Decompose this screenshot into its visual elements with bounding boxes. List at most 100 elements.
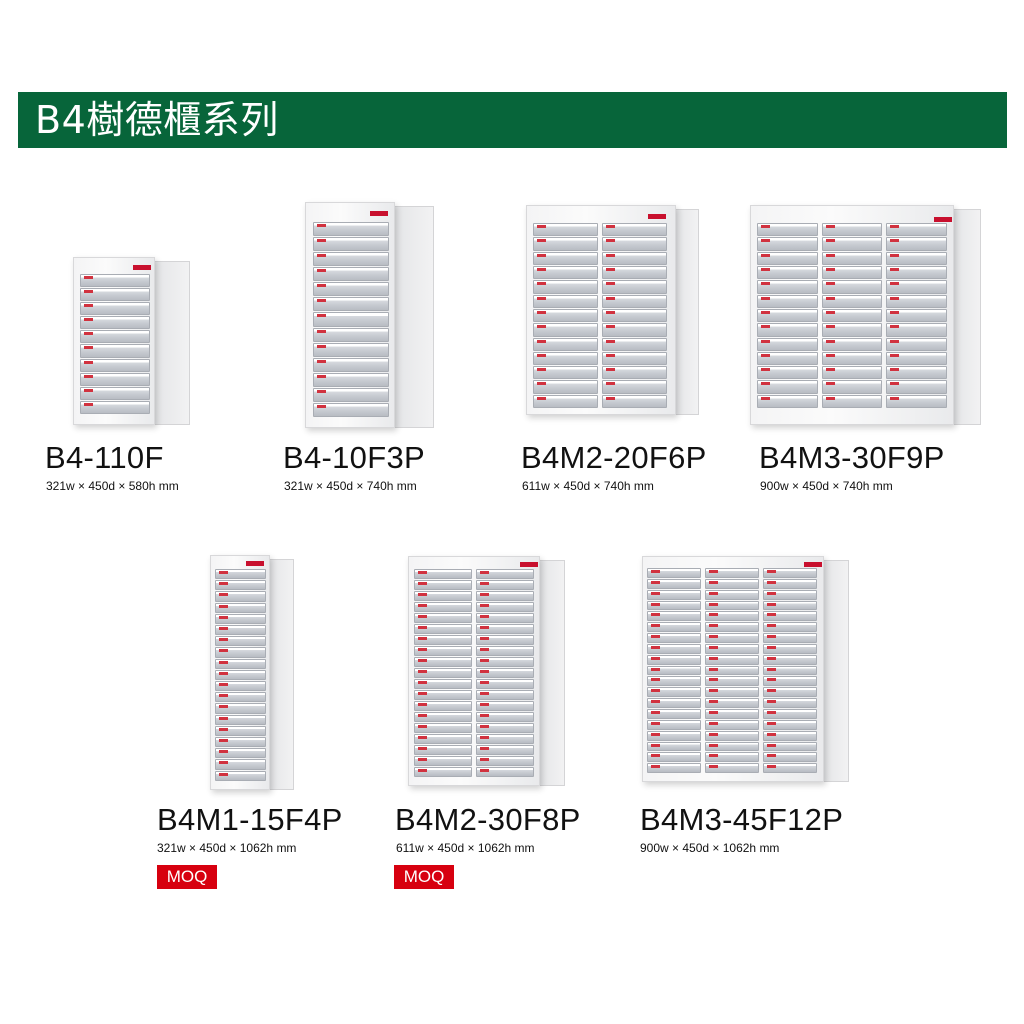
drawer-label-tag [761, 282, 770, 286]
drawer [647, 687, 701, 698]
drawer [821, 337, 883, 351]
product-dimensions: 611w × 450d × 1062h mm [396, 841, 535, 855]
drawer [821, 237, 883, 251]
drawer-label-tag [219, 683, 228, 687]
drawer-label-tag [317, 254, 326, 258]
drawer [414, 756, 472, 766]
drawer [215, 725, 266, 737]
drawer [313, 372, 389, 387]
drawer-label-tag [317, 359, 326, 363]
drawer [215, 602, 266, 613]
drawer [705, 730, 759, 741]
drawer [763, 600, 817, 611]
drawer [80, 274, 150, 288]
filing-cabinet-image [305, 202, 435, 428]
drawer-label-tag [651, 732, 660, 736]
drawer-label-tag [825, 368, 835, 372]
drawer [763, 708, 817, 719]
drawer [313, 357, 389, 372]
drawer [763, 698, 817, 708]
drawer-label-tag [480, 571, 489, 574]
drawer [705, 622, 759, 633]
drawer [821, 223, 883, 237]
drawer-label-tag [651, 635, 660, 639]
drawer [757, 223, 818, 237]
drawer-label-tag [651, 613, 660, 617]
drawer [705, 665, 759, 676]
drawer-label-tag [651, 570, 660, 573]
drawer-label-tag [767, 678, 776, 682]
filing-cabinet-image [210, 555, 295, 790]
product-model: B4-10F3P [283, 440, 425, 475]
drawer-label-tag [84, 360, 93, 364]
drawer [533, 308, 598, 323]
drawer [763, 730, 817, 741]
drawer [821, 351, 883, 366]
drawer-label-tag [890, 382, 900, 386]
drawer [757, 280, 818, 294]
drawer [80, 330, 150, 344]
drawer [757, 265, 818, 280]
drawer-label-tag [890, 282, 900, 286]
drawer-label-tag [709, 732, 718, 736]
drawer [476, 591, 534, 601]
drawer [476, 624, 534, 634]
drawer-label-tag [480, 626, 489, 629]
drawer [757, 237, 818, 251]
drawer-label-tag [219, 649, 228, 653]
drawer-label-tag [709, 754, 718, 758]
drawer [821, 280, 883, 294]
drawer-label-tag [537, 282, 546, 286]
drawer-label-tag [537, 339, 546, 343]
drawer [313, 267, 389, 282]
filing-cabinet-image [408, 556, 566, 786]
drawer-label-tag [219, 604, 228, 608]
drawer [533, 294, 598, 308]
drawer-label-tag [317, 239, 326, 243]
drawer [414, 701, 472, 711]
drawer [215, 669, 266, 681]
drawer-label-tag [651, 765, 660, 769]
moq-badge: MOQ [157, 865, 217, 889]
drawer [533, 223, 598, 237]
filing-cabinet-image [73, 257, 191, 425]
drawer-label-tag [651, 710, 660, 714]
drawer [886, 280, 948, 294]
drawer-label-tag [219, 627, 228, 631]
drawer-column [821, 223, 883, 409]
drawer-label-tag [767, 591, 776, 595]
drawer-label-tag [219, 772, 228, 776]
drawer-label-tag [537, 353, 546, 357]
drawer-label-tag [709, 645, 718, 649]
drawer-label-tag [767, 700, 776, 704]
drawer-label-tag [709, 613, 718, 617]
drawer-label-tag [825, 339, 835, 343]
drawer [476, 712, 534, 722]
drawer [215, 737, 266, 748]
drawer [414, 613, 472, 623]
drawer-label-tag [219, 638, 228, 642]
drawer-label-tag [219, 705, 228, 709]
drawer [705, 676, 759, 687]
drawer-label-tag [317, 404, 326, 408]
drawer [757, 394, 818, 409]
drawer-label-tag [767, 721, 776, 725]
drawer [705, 687, 759, 698]
drawer-label-tag [825, 239, 835, 243]
drawer-column [886, 223, 948, 409]
drawer [705, 643, 759, 654]
drawer [647, 708, 701, 719]
drawer [886, 323, 948, 337]
drawer [647, 589, 701, 600]
moq-badge: MOQ [394, 865, 454, 889]
drawer [602, 251, 667, 265]
drawer [647, 730, 701, 741]
drawer [215, 580, 266, 591]
drawer [313, 312, 389, 327]
drawer-label-tag [84, 318, 93, 322]
drawer-label-tag [709, 689, 718, 693]
drawer [763, 611, 817, 622]
drawer-label-tag [418, 648, 427, 651]
drawer [886, 251, 948, 265]
drawer-label-tag [761, 267, 770, 271]
